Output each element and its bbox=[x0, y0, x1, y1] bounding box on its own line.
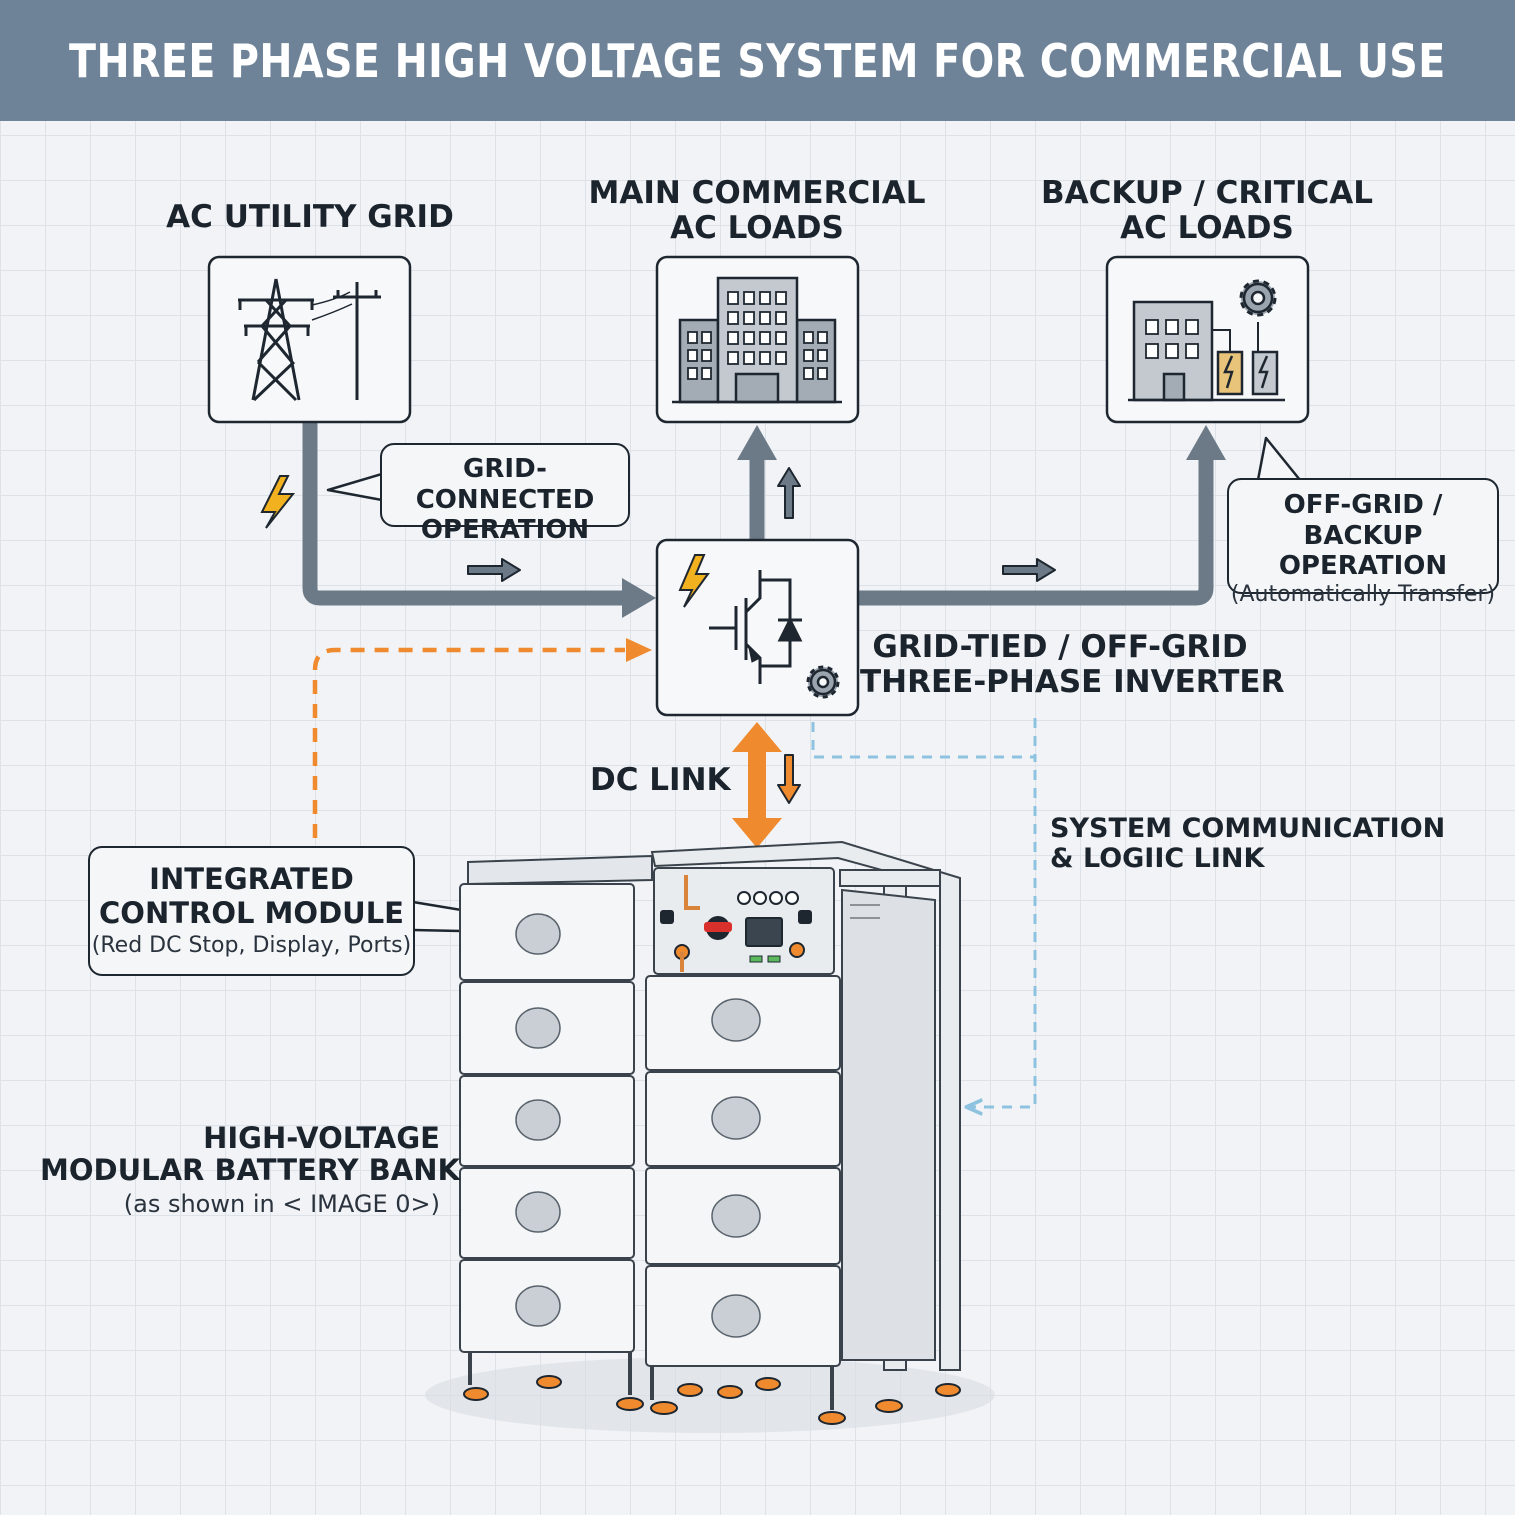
inverter-to-main-loads-arrowhead bbox=[737, 425, 777, 460]
page-title: THREE PHASE HIGH VOLTAGE SYSTEM FOR COMM… bbox=[69, 33, 1446, 88]
down-arrow-icon bbox=[777, 754, 801, 804]
battery-bank bbox=[425, 840, 995, 1433]
control-module-callout: INTEGRATED CONTROL MODULE (Red DC Stop, … bbox=[88, 846, 415, 976]
control-module-panel bbox=[660, 875, 812, 972]
control-dashed-link bbox=[312, 638, 652, 838]
igbt-transistor-icon bbox=[709, 570, 803, 684]
backup-loads-label-line1: BACKUP / CRITICAL bbox=[1041, 175, 1373, 211]
utility-pole-icon bbox=[311, 282, 381, 400]
battery-feet bbox=[463, 1375, 961, 1425]
gear-icon bbox=[1239, 279, 1277, 317]
grid-to-inverter-arrowhead bbox=[622, 578, 656, 618]
inverter-to-backup-loads-line bbox=[858, 455, 1214, 606]
lightning-bolt-icon bbox=[678, 554, 710, 608]
battery-label: HIGH-VOLTAGE MODULAR BATTERY BANK (as sh… bbox=[40, 1121, 460, 1218]
inverter-label-line2: THREE-PHASE INVERTER bbox=[860, 663, 1285, 700]
battery-label-line1: HIGH-VOLTAGE bbox=[203, 1121, 440, 1155]
inverter-box bbox=[655, 538, 860, 717]
inverter-to-backup-arrowhead bbox=[1186, 425, 1226, 460]
up-arrow-icon bbox=[777, 467, 801, 519]
grid-connected-line2: OPERATION bbox=[420, 515, 590, 546]
grid-label: AC UTILITY GRID bbox=[160, 200, 460, 235]
communication-line1: SYSTEM COMMUNICATION bbox=[1050, 813, 1446, 844]
dc-link-text: DC LINK bbox=[590, 762, 731, 798]
inverter-label: GRID-TIED / OFF-GRID THREE-PHASE INVERTE… bbox=[860, 629, 1285, 700]
backup-loads-label-line2: AC LOADS bbox=[1120, 209, 1294, 246]
off-grid-callout: OFF-GRID / BACKUP OPERATION (Automatical… bbox=[1227, 478, 1499, 607]
grid-box bbox=[207, 255, 412, 424]
grid-label-text: AC UTILITY GRID bbox=[166, 199, 454, 235]
left-battery-stack bbox=[459, 854, 653, 1395]
power-flow-lines bbox=[302, 423, 1226, 618]
office-building-icon bbox=[672, 276, 842, 404]
off-grid-line2: OPERATION bbox=[1278, 551, 1448, 582]
off-grid-note: (Automatically Transfer) bbox=[1230, 582, 1496, 608]
control-module-line2: CONTROL MODULE bbox=[99, 896, 404, 931]
battery-note: (as shown in < IMAGE 0>) bbox=[123, 1189, 440, 1218]
communication-dashed-link bbox=[811, 718, 1037, 1107]
grid-to-inverter-line bbox=[302, 423, 625, 606]
main-loads-label: MAIN COMMERCIAL AC LOADS bbox=[577, 176, 937, 245]
building-with-gear-icon bbox=[1128, 300, 1285, 402]
grid-connected-callout: GRID-CONNECTED OPERATION bbox=[380, 443, 630, 545]
control-module-note: (Red DC Stop, Display, Ports) bbox=[91, 933, 412, 959]
gear-icon bbox=[806, 665, 840, 699]
backup-loads-box bbox=[1105, 255, 1310, 424]
dc-link-label: DC LINK bbox=[590, 762, 731, 798]
display-screen bbox=[745, 917, 783, 947]
communication-line2: & LOGIIC LINK bbox=[1050, 843, 1265, 875]
off-grid-line1: OFF-GRID / BACKUP bbox=[1283, 490, 1443, 551]
battery-label-line2: MODULAR BATTERY BANK bbox=[40, 1153, 460, 1188]
control-module-line1: INTEGRATED bbox=[149, 862, 354, 896]
battery-rack-frame bbox=[650, 840, 961, 1371]
direction-arrows bbox=[467, 467, 1056, 804]
backup-loads-label: BACKUP / CRITICAL AC LOADS bbox=[1027, 176, 1387, 245]
right-arrow-icon bbox=[1002, 558, 1056, 582]
lightning-bolt-icon bbox=[260, 475, 296, 529]
main-loads-box bbox=[655, 255, 860, 424]
inverter-label-line1: GRID-TIED / OFF-GRID bbox=[872, 629, 1248, 665]
communication-link-label: SYSTEM COMMUNICATION & LOGIIC LINK bbox=[1050, 813, 1446, 875]
right-arrow-icon bbox=[467, 558, 521, 582]
header-banner: THREE PHASE HIGH VOLTAGE SYSTEM FOR COMM… bbox=[0, 0, 1515, 121]
dc-link-arrow bbox=[732, 722, 782, 848]
grid-connected-line1: GRID-CONNECTED bbox=[415, 454, 595, 515]
dc-stop-switch-icon bbox=[704, 916, 732, 940]
main-loads-label-line1: MAIN COMMERCIAL bbox=[588, 175, 926, 211]
main-loads-label-line2: AC LOADS bbox=[670, 209, 844, 246]
